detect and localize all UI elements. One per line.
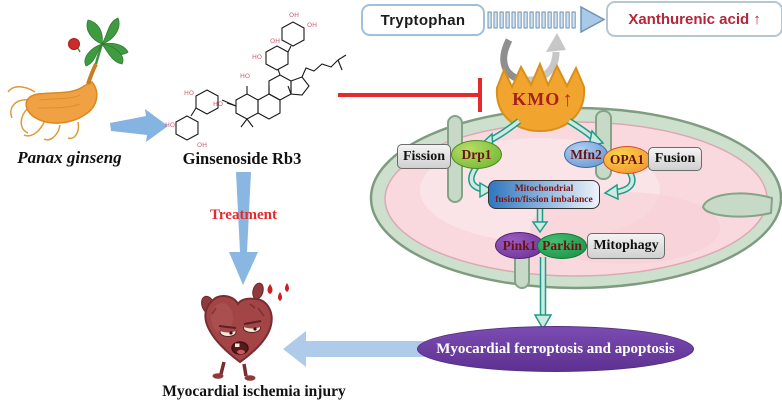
ginsenoside-rb3-label: Ginsenoside Rb3 [182, 149, 302, 168]
parkin-label: Parkin [542, 238, 582, 253]
drp1-label: Drp1 [461, 146, 492, 162]
fission-label: Fission [402, 148, 445, 164]
ferroptosis-ellipse: Myocardial ferroptosis and apoptosis [417, 326, 694, 372]
molecule-label: HO [213, 100, 223, 108]
xanthurenic-acid-box: Xanthurenic acid ↑ [606, 1, 782, 37]
opa1-pill: OPA1 [603, 146, 651, 174]
ginsenoside-rb3-structure: HO HO OH OH OH HO HO OH HO [165, 11, 347, 149]
mitophagy-box: Mitophagy [587, 233, 665, 259]
molecule-label: OH [307, 21, 317, 29]
fusion-label: Fusion [654, 151, 696, 166]
tryptophan-label: Tryptophan [380, 11, 466, 29]
treatment-label: Treatment [210, 206, 277, 223]
fusion-box: Fusion [648, 147, 702, 171]
dashed-conversion-arrow [487, 5, 606, 34]
drp1-pill: Drp1 [451, 140, 502, 169]
increase-arrow-icon: ↑ [562, 86, 574, 111]
imbalance-box: Mitochondrial fusion/fission imbalance [488, 180, 600, 209]
molecule-label: HO [240, 72, 250, 80]
kmo-label-group: KMO ↑ [505, 85, 581, 113]
opa1-label: OPA1 [609, 152, 645, 167]
treatment-arrow [229, 172, 258, 285]
molecule-label: OH [289, 11, 299, 19]
molecule-label: OH [197, 141, 207, 149]
tryptophan-box: Tryptophan [361, 4, 485, 36]
xanthurenic-acid-label: Xanthurenic acid [628, 10, 750, 28]
molecule-label: HO [165, 121, 175, 129]
imbalance-line2: fusion/fission imbalance [495, 194, 593, 205]
pink1-label: Pink1 [502, 237, 537, 253]
parkin-pill: Parkin [537, 233, 587, 259]
increase-arrow-icon: ↑ [753, 10, 761, 28]
mitophagy-label: Mitophagy [593, 238, 659, 253]
blood-drops [267, 283, 289, 301]
myocardial-ischemia-injury-label: Myocardial ischemia injury [162, 383, 346, 400]
molecule-label: HO [184, 89, 194, 97]
molecule-label: HO [252, 53, 262, 61]
outcome-to-heart-arrow [283, 331, 425, 367]
molecule-label: OH [270, 37, 280, 45]
panax-ginseng-label: Panax ginseng [17, 148, 122, 167]
injured-heart-illustration [201, 282, 289, 381]
ginseng-berry [68, 38, 80, 50]
ferroptosis-label: Myocardial ferroptosis and apoptosis [436, 340, 675, 357]
mfn2-label: Mfn2 [570, 146, 602, 162]
mfn2-pill: Mfn2 [564, 141, 608, 168]
plant-to-compound-arrow [110, 109, 168, 142]
pink1-pill: Pink1 [495, 232, 544, 259]
inhibition-line [338, 78, 482, 112]
ginseng-plant-illustration [7, 17, 129, 141]
kmo-label: KMO [512, 88, 561, 109]
imbalance-line1: Mitochondrial [514, 183, 574, 194]
fission-box: Fission [397, 144, 451, 169]
